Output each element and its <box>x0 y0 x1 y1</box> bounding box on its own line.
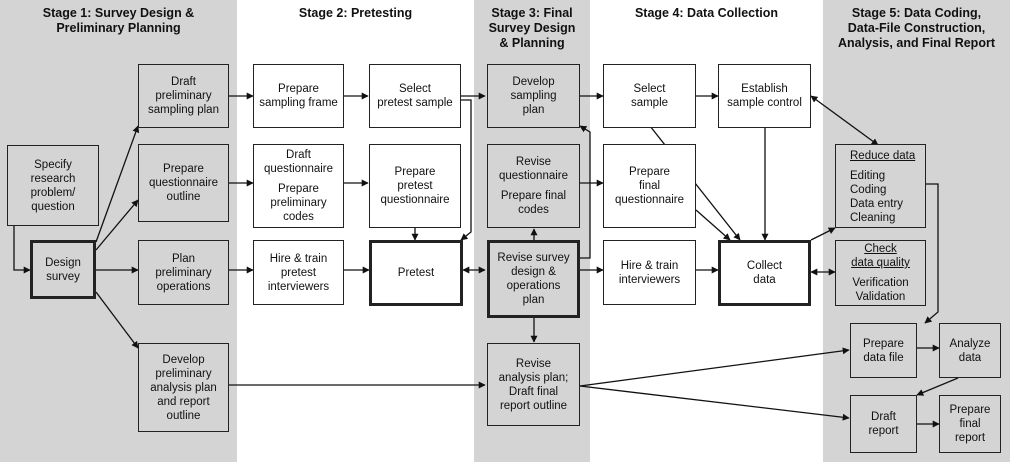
plan-preliminary-operations-label: Plan preliminary operations <box>155 252 212 293</box>
hire-train-interviewers-label: Hire & train interviewers <box>618 259 681 286</box>
prepare-final-report-label: Prepare final report <box>949 404 991 444</box>
develop-preliminary-analysis-plan-label: Develop preliminary analysis plan and re… <box>150 353 217 422</box>
prepare-final-questionnaire-label: Prepare final questionnaire <box>614 166 685 206</box>
stage-2-title: Stage 2: Pretesting <box>298 6 413 20</box>
revise-survey-design-box: Revise survey design & operations plan <box>487 240 580 318</box>
prepare-preliminary-codes-label: Prepare preliminary codes <box>270 183 327 223</box>
revise-questionnaire-box: Revise questionnaire Prepare final codes <box>487 144 580 228</box>
stage-4-title: Stage 4: Data Collection <box>634 6 779 20</box>
stage-1-title: Stage 1: Survey Design & Preliminary Pla… <box>42 6 195 35</box>
hire-train-pretest-interviewers-box: Hire & train pretest interviewers <box>253 240 344 305</box>
develop-sampling-plan-box: Develop sampling plan <box>487 64 580 128</box>
prepare-questionnaire-outline-box: Prepare questionnaire outline <box>138 144 229 222</box>
revise-analysis-plan-box: Revise analysis plan; Draft final report… <box>487 343 580 426</box>
specify-research-problem-label: Specify research problem/ question <box>30 158 76 213</box>
draft-report-box: Draft report <box>850 395 917 453</box>
draft-questionnaire-box: Draft questionnaire Prepare preliminary … <box>253 144 344 228</box>
select-pretest-sample-box: Select pretest sample <box>369 64 461 128</box>
reduce-data-title: Reduce data <box>850 150 916 162</box>
prepare-pretest-questionnaire-box: Prepare pretest questionnaire <box>369 144 461 228</box>
draft-questionnaire-label: Draft questionnaire <box>263 149 334 175</box>
draft-preliminary-sampling-plan-box: Draft preliminary sampling plan <box>138 64 229 128</box>
prepare-questionnaire-outline-label: Prepare questionnaire outline <box>148 163 219 203</box>
check-data-quality-steps: Verification Validation <box>852 277 909 303</box>
draft-preliminary-sampling-plan-label: Draft preliminary sampling plan <box>148 76 219 116</box>
collect-data-box: Collect data <box>718 240 811 306</box>
prepare-sampling-frame-label: Prepare sampling frame <box>259 83 338 109</box>
reduce-data-steps: Editing Coding Data entry Cleaning <box>850 170 904 224</box>
revise-survey-design-label: Revise survey design & operations plan <box>497 252 570 306</box>
revise-questionnaire-label: Revise questionnaire <box>498 156 569 182</box>
check-data-quality-title: Check data quality <box>851 243 910 269</box>
prepare-final-report-box: Prepare final report <box>939 395 1001 453</box>
develop-sampling-plan-label: Develop sampling plan <box>510 76 557 116</box>
reduce-data-box: Reduce data Editing Coding Data entry Cl… <box>835 144 926 228</box>
prepare-data-file-label: Prepare data file <box>863 337 904 364</box>
prepare-pretest-questionnaire-label: Prepare pretest questionnaire <box>380 166 450 206</box>
design-survey-label: Design survey <box>45 256 81 283</box>
select-sample-box: Select sample <box>603 64 696 128</box>
collect-data-label: Collect data <box>746 260 783 286</box>
establish-sample-control-box: Establish sample control <box>718 64 811 128</box>
revise-analysis-plan-label: Revise analysis plan; Draft final report… <box>498 357 569 412</box>
draft-report-label: Draft report <box>868 411 899 437</box>
prepare-data-file-box: Prepare data file <box>850 323 917 378</box>
stage-3-title: Stage 3: Final Survey Design & Planning <box>488 6 576 50</box>
prepare-sampling-frame-box: Prepare sampling frame <box>253 64 344 128</box>
design-survey-box: Design survey <box>30 240 96 299</box>
stage-5-title: Stage 5: Data Coding, Data-File Construc… <box>838 6 995 50</box>
pretest-label: Pretest <box>397 267 435 279</box>
hire-train-pretest-interviewers-label: Hire & train pretest interviewers <box>267 252 330 293</box>
prepare-final-codes-label: Prepare final codes <box>500 190 567 216</box>
plan-preliminary-operations-box: Plan preliminary operations <box>138 240 229 305</box>
select-pretest-sample-label: Select pretest sample <box>377 83 453 109</box>
develop-preliminary-analysis-plan-box: Develop preliminary analysis plan and re… <box>138 343 229 432</box>
analyze-data-label: Analyze data <box>949 337 991 364</box>
prepare-final-questionnaire-box: Prepare final questionnaire <box>603 144 696 228</box>
stage-5-band <box>823 0 1010 462</box>
hire-train-interviewers-box: Hire & train interviewers <box>603 240 696 305</box>
analyze-data-box: Analyze data <box>939 323 1001 378</box>
establish-sample-control-label: Establish sample control <box>727 83 802 109</box>
check-data-quality-box: Check data quality Verification Validati… <box>835 240 926 306</box>
specify-research-problem-box: Specify research problem/ question <box>7 145 99 226</box>
pretest-box: Pretest <box>369 240 463 306</box>
select-sample-label: Select sample <box>630 83 669 109</box>
